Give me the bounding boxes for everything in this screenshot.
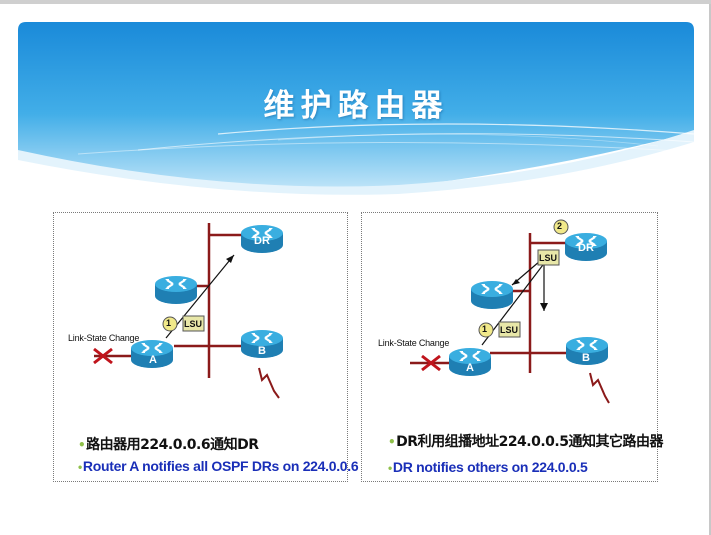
- a-label: A: [466, 362, 474, 374]
- serial-link-icon: [258, 367, 280, 399]
- slide-title: 维护路由器: [263, 88, 449, 124]
- banner-background: [18, 22, 694, 195]
- arrow-to-others-icon: [512, 279, 520, 285]
- step-2-label: 2: [557, 221, 563, 231]
- lsu-label: LSU: [184, 319, 202, 329]
- caption-en: •DR notifies others on 224.0.0.5: [388, 459, 588, 475]
- step-1-label: 1: [482, 324, 488, 334]
- step-1-badge: [478, 322, 494, 338]
- network-diagram-1: [93, 223, 285, 399]
- dr-label: DR: [578, 242, 594, 254]
- title-banner: 维护路由器: [18, 22, 694, 197]
- step-2-badge: [553, 219, 569, 235]
- diagram-panel-2: DR A B 1 2 LSU LSU Link-State Change •DR…: [361, 212, 663, 482]
- caption-en: •Router A notifies all OSPF DRs on 224.0…: [78, 458, 359, 474]
- lsu-box-1: [498, 321, 521, 338]
- dr-label: DR: [254, 235, 270, 247]
- a-label: A: [149, 354, 157, 366]
- window-right-edge: [709, 4, 711, 535]
- b-label: B: [582, 352, 590, 364]
- b-label: B: [258, 345, 266, 357]
- link-failure-icon: [421, 354, 441, 372]
- step-1-badge: [162, 316, 178, 332]
- arrow-to-b-icon: [540, 303, 548, 311]
- link-state-change-label: Link-State Change: [378, 338, 450, 348]
- diagram-panel-1: DR A B 1 LSU Link-State Change •路由器用224.…: [53, 212, 359, 482]
- link-state-change-label: Link-State Change: [68, 333, 140, 343]
- network-diagram-2: [410, 219, 610, 404]
- lsu-label-2: LSU: [539, 253, 557, 263]
- serial-link-icon: [589, 372, 610, 404]
- window-top-bar: [0, 0, 711, 4]
- link-failure-icon: [93, 347, 113, 365]
- arrow-to-dr-icon: [226, 255, 234, 263]
- router-other-icon: [153, 274, 199, 306]
- caption-zh: •DR利用组播地址224.0.0.5通知其它路由器: [388, 434, 663, 450]
- lsu-label-1: LSU: [500, 325, 518, 335]
- router-other-icon: [469, 279, 515, 311]
- lsu-box: [182, 315, 205, 332]
- lsu-box-2: [537, 249, 560, 266]
- caption-zh: •路由器用224.0.0.6通知DR: [78, 437, 259, 453]
- step-1-label: 1: [166, 318, 172, 328]
